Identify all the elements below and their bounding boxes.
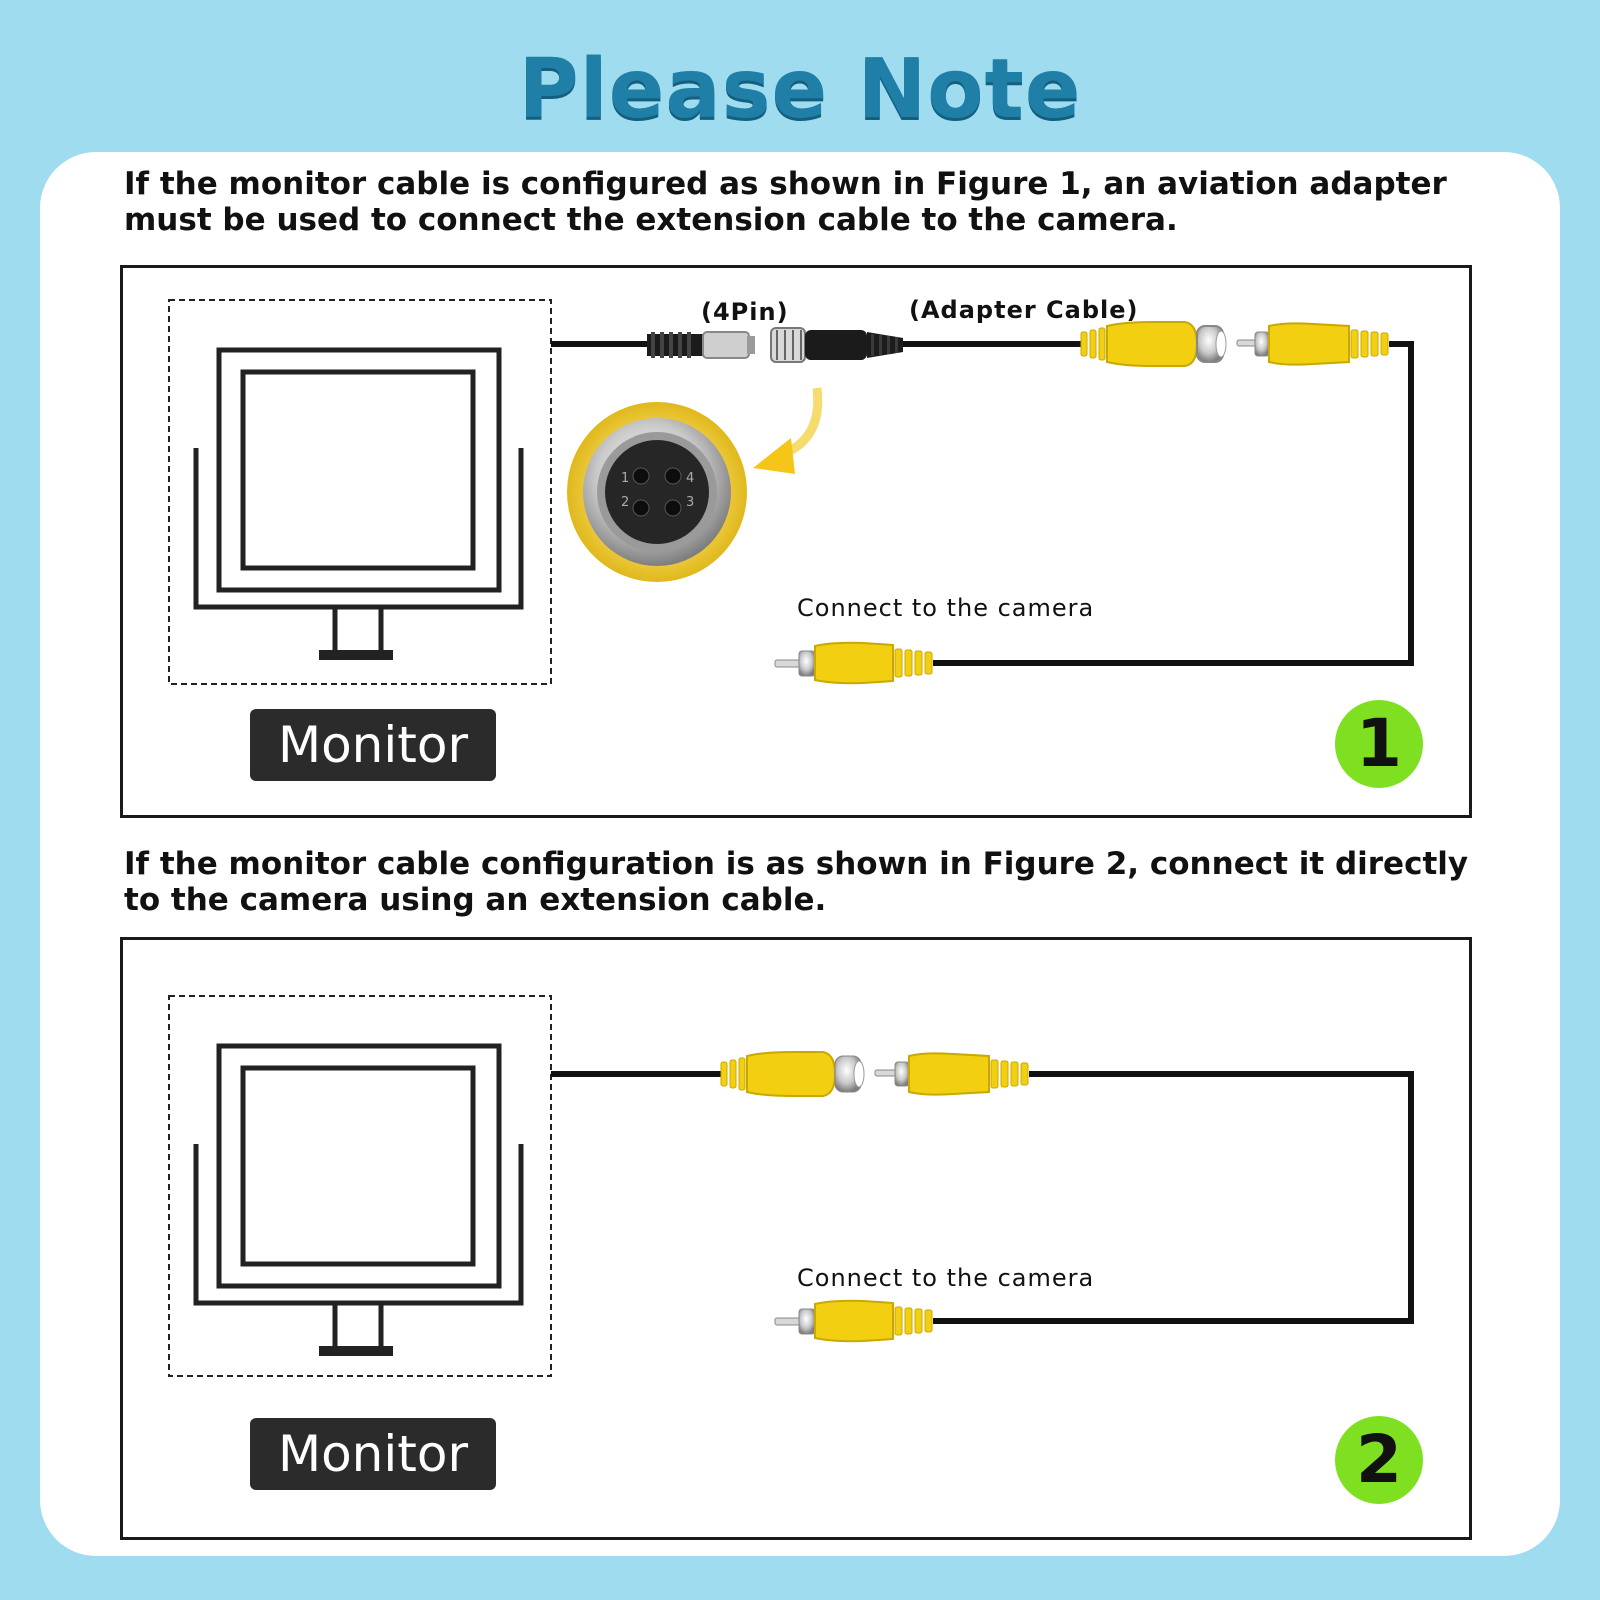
camera-label: Connect to the camera bbox=[797, 1264, 1095, 1292]
camera-label: Connect to the camera bbox=[797, 594, 1095, 622]
pin-number: 1 bbox=[621, 471, 629, 486]
curved-arrow-icon bbox=[753, 438, 795, 474]
monitor-icon bbox=[168, 299, 552, 685]
note-figure-2: If the monitor cable configuration is as… bbox=[124, 846, 1469, 918]
figure-1: 1 2 3 4 (4Pin) (Adapter Cable) Connect t… bbox=[120, 265, 1472, 818]
pin-label: (4Pin) bbox=[701, 298, 789, 326]
figure-2: Connect to the camera Monitor 2 bbox=[120, 937, 1472, 1540]
aviation-connector-icon bbox=[770, 327, 903, 363]
rca-plug-icon bbox=[874, 1052, 1029, 1096]
rca-plug-icon bbox=[1236, 322, 1389, 366]
extension-cable bbox=[933, 1071, 1414, 1324]
figure-number-badge: 2 bbox=[1335, 1416, 1423, 1504]
extension-cable bbox=[933, 341, 1414, 666]
figure-2-diagram bbox=[168, 995, 1414, 1377]
rca-jack-icon bbox=[1080, 321, 1227, 367]
rca-jack-icon bbox=[720, 1051, 865, 1097]
rca-plug-icon bbox=[774, 641, 933, 685]
pin-closeup-icon: 1 2 3 4 bbox=[567, 402, 747, 582]
note-figure-1: If the monitor cable is configured as sh… bbox=[124, 166, 1447, 238]
adapter-cable-label: (Adapter Cable) bbox=[909, 296, 1139, 324]
rca-plug-icon bbox=[774, 1299, 933, 1343]
pin-number: 2 bbox=[621, 495, 629, 510]
pin-number: 4 bbox=[686, 471, 694, 486]
page-title: Please Note bbox=[518, 42, 1082, 137]
monitor-icon bbox=[168, 995, 552, 1377]
figure-1-diagram: 1 2 3 4 bbox=[168, 299, 1414, 685]
pin-number: 3 bbox=[686, 495, 694, 510]
figure-number-badge: 1 bbox=[1335, 700, 1423, 788]
monitor-label: Monitor bbox=[250, 709, 496, 781]
monitor-label: Monitor bbox=[250, 1418, 496, 1490]
aviation-connector-icon bbox=[647, 331, 755, 359]
